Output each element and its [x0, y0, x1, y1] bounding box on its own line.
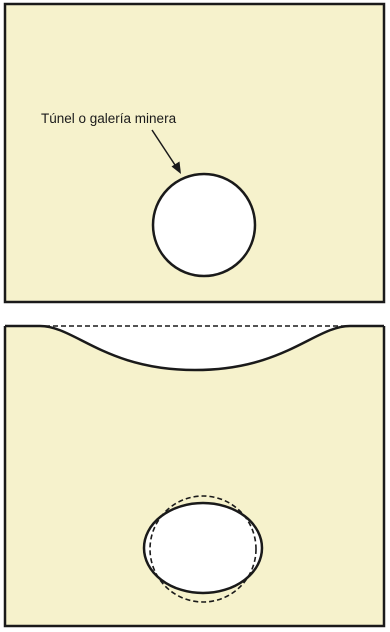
tunnel-label: Túnel o galería minera — [41, 111, 177, 126]
top-panel: Túnel o galería minera — [5, 4, 384, 302]
bottom-panel — [5, 326, 384, 626]
tunnel-circle — [153, 174, 255, 276]
